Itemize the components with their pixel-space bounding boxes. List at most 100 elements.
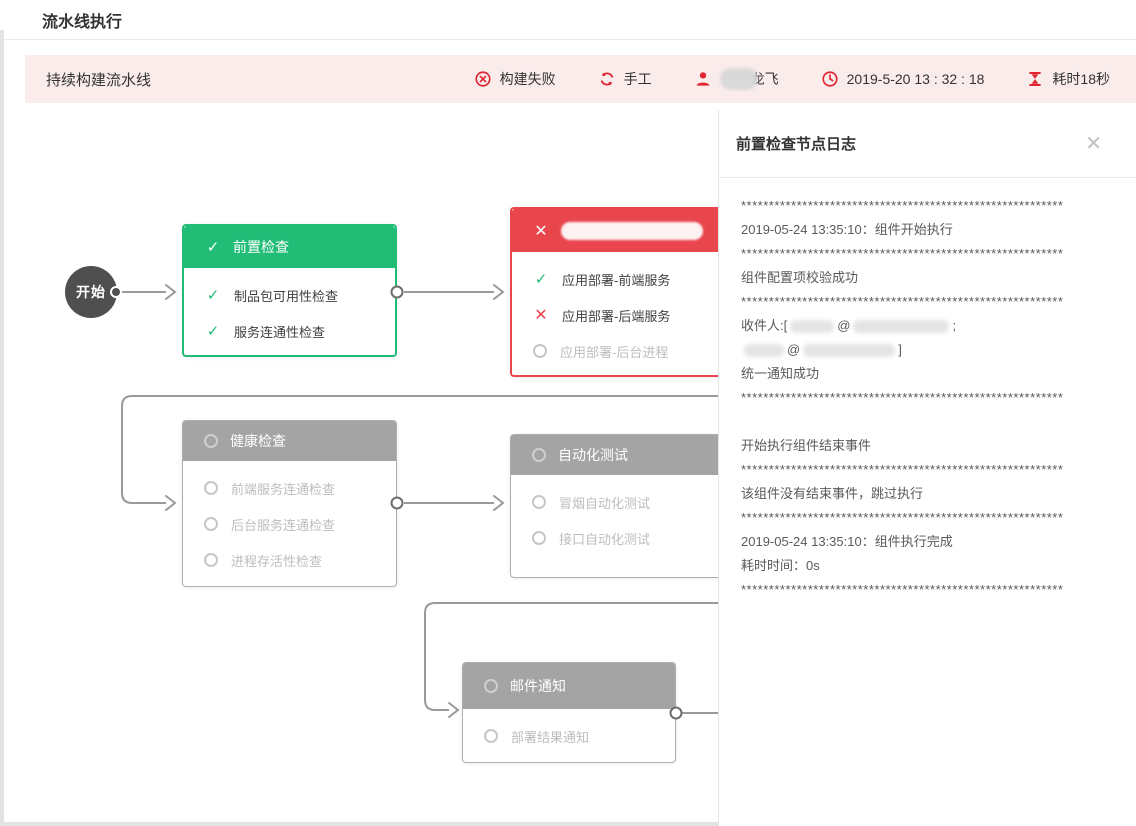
executor: 龙飞 bbox=[694, 68, 779, 90]
node-step-row: ✕ 应用部署-后端服务 bbox=[512, 297, 743, 333]
build-duration: 耗时18秒 bbox=[1026, 69, 1110, 89]
log-separator: ****************************************… bbox=[741, 462, 1064, 477]
node-log-panel: 前置检查节点日志 ✕ *****************************… bbox=[718, 110, 1136, 826]
node-step-label: 后台服务连通检查 bbox=[231, 517, 336, 533]
page-edge-bottom bbox=[0, 822, 1136, 826]
cross-icon: ✕ bbox=[534, 222, 548, 240]
log-panel-title: 前置检查节点日志 bbox=[736, 136, 857, 153]
executor-name: 龙飞 bbox=[750, 71, 779, 87]
clock-icon bbox=[822, 71, 838, 87]
pipeline-node-health[interactable]: 健康检查 前端服务连通检查后台服务连通检查进程存活性检查 bbox=[182, 420, 397, 587]
hourglass-icon bbox=[1029, 72, 1042, 86]
pending-circle-icon bbox=[532, 531, 546, 545]
page-edge-left bbox=[0, 30, 4, 826]
log-line: 耗时时间：0s bbox=[741, 558, 820, 573]
log-panel-header: 前置检查节点日志 ✕ bbox=[719, 110, 1136, 178]
pending-circle-icon bbox=[204, 517, 218, 531]
check-icon: ✓ bbox=[206, 287, 220, 304]
build-time: 2019-5-20 13 : 32 : 18 bbox=[821, 70, 985, 88]
arrowhead bbox=[493, 284, 505, 300]
node-step-row: 后台服务连通检查 bbox=[183, 506, 396, 542]
node-step-row: 进程存活性检查 bbox=[183, 542, 396, 578]
cross-icon: ✕ bbox=[534, 307, 548, 324]
circled-x-icon bbox=[475, 71, 491, 87]
pipeline-node-deploy[interactable]: ✕ ✓ 应用部署-前端服务 ✕ 应用部署-后端服务应用部署-后台进程 bbox=[510, 207, 745, 377]
check-icon: ✓ bbox=[206, 239, 220, 256]
log-line: 该组件没有结束事件，跳过执行 bbox=[741, 486, 924, 501]
node-title: 自动化测试 bbox=[558, 447, 628, 463]
log-gap bbox=[741, 410, 1126, 434]
node-step-label: 接口自动化测试 bbox=[559, 531, 651, 547]
pipeline-node-precheck[interactable]: ✓ 前置检查 ✓ 制品包可用性检查 ✓服务连通性检查 bbox=[182, 224, 397, 357]
log-line: @] bbox=[741, 338, 1126, 362]
pending-circle-icon bbox=[484, 729, 498, 743]
node-step-row: 部署结果通知 bbox=[463, 718, 675, 754]
log-line: 2019-05-24 13:35:10：组件执行完成 bbox=[741, 534, 953, 549]
node-step-label: 冒烟自动化测试 bbox=[559, 495, 651, 511]
build-duration-label: 耗时18秒 bbox=[1052, 71, 1110, 87]
pipeline-node-mail[interactable]: 邮件通知 部署结果通知 bbox=[462, 662, 676, 763]
node-step-row: ✓ 应用部署-前端服务 bbox=[512, 261, 743, 297]
pending-circle-icon bbox=[484, 679, 498, 693]
pending-circle-icon bbox=[532, 495, 546, 509]
pending-circle-icon bbox=[204, 553, 218, 567]
executor-redaction bbox=[719, 68, 758, 90]
log-body: ****************************************… bbox=[719, 178, 1136, 602]
log-line: 统一通知成功 bbox=[741, 366, 820, 381]
node-step-row: ✓服务连通性检查 bbox=[184, 313, 395, 349]
log-redaction bbox=[803, 344, 896, 358]
pending-circle-icon bbox=[204, 434, 218, 448]
refresh-icon bbox=[600, 72, 613, 86]
log-line: 开始执行组件结束事件 bbox=[741, 438, 872, 453]
build-time-label: 2019-5-20 13 : 32 : 18 bbox=[846, 71, 985, 87]
log-redaction bbox=[744, 344, 784, 358]
log-line: 收件人:[@; bbox=[741, 318, 957, 334]
window-header: 流水线执行 bbox=[4, 0, 1136, 40]
node-step-row: 接口自动化测试 bbox=[511, 520, 732, 556]
node-step-row: 冒烟自动化测试 bbox=[511, 484, 732, 520]
build-meta: 构建失败 手工 龙飞 2019-5-20 13 : 32 : bbox=[474, 68, 1136, 90]
node-step-label: 服务连通性检查 bbox=[234, 324, 326, 340]
trigger-mode: 手工 bbox=[598, 69, 652, 89]
node-title: 邮件通知 bbox=[510, 678, 566, 694]
arrowhead bbox=[165, 284, 177, 300]
arrowhead bbox=[448, 702, 460, 718]
node-step-row: ✓ 制品包可用性检查 bbox=[184, 277, 395, 313]
log-line: 2019-05-24 13:35:10：组件开始执行 bbox=[741, 222, 953, 237]
redacted-node-title bbox=[561, 221, 703, 240]
node-step-label: 制品包可用性检查 bbox=[234, 288, 339, 304]
log-separator: ****************************************… bbox=[741, 510, 1064, 525]
log-separator: ****************************************… bbox=[741, 582, 1064, 597]
node-step-label: 进程存活性检查 bbox=[231, 553, 323, 569]
check-icon: ✓ bbox=[534, 271, 548, 288]
node-step-label: 应用部署-后台进程 bbox=[560, 344, 669, 360]
trigger-mode-label: 手工 bbox=[623, 71, 652, 87]
node-title: 前置检查 bbox=[233, 239, 289, 255]
person-icon bbox=[696, 72, 709, 86]
log-separator: ****************************************… bbox=[741, 246, 1064, 261]
pipeline-node-autotest[interactable]: 自动化测试 冒烟自动化测试接口自动化测试 bbox=[510, 434, 733, 578]
node-step-label: 应用部署-前端服务 bbox=[562, 272, 671, 288]
pending-circle-icon bbox=[533, 344, 547, 358]
arrowhead bbox=[493, 495, 505, 511]
node-step-label: 应用部署-后端服务 bbox=[562, 308, 671, 324]
build-status-label: 构建失败 bbox=[499, 71, 556, 87]
node-step-label: 部署结果通知 bbox=[511, 729, 590, 745]
node-step-row: 前端服务连通检查 bbox=[183, 470, 396, 506]
node-step-label: 前端服务连通检查 bbox=[231, 481, 336, 497]
log-line: 组件配置项校验成功 bbox=[741, 270, 859, 285]
page-title: 流水线执行 bbox=[42, 13, 123, 31]
pipeline-name: 持续构建流水线 bbox=[46, 71, 152, 89]
pending-circle-icon bbox=[532, 448, 546, 462]
log-separator: ****************************************… bbox=[741, 294, 1064, 309]
build-status: 构建失败 bbox=[474, 69, 556, 89]
arrowhead bbox=[165, 495, 177, 511]
log-close-icon[interactable]: ✕ bbox=[1085, 133, 1102, 155]
pending-circle-icon bbox=[204, 481, 218, 495]
build-summary-bar: 持续构建流水线 构建失败 手工 龙飞 bbox=[25, 55, 1136, 103]
node-title: 健康检查 bbox=[230, 433, 286, 449]
start-node[interactable]: 开始 bbox=[65, 266, 117, 318]
log-separator: ****************************************… bbox=[741, 198, 1064, 213]
log-redaction bbox=[790, 320, 835, 334]
log-separator: ****************************************… bbox=[741, 390, 1064, 405]
